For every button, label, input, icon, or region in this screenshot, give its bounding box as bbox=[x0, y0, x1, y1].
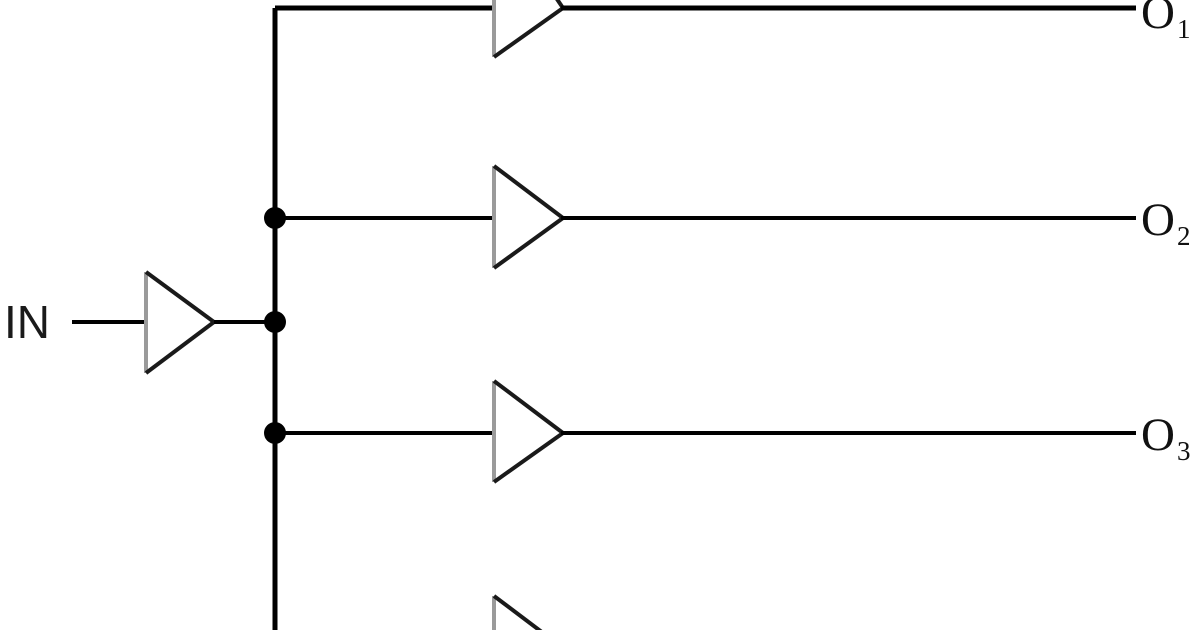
junction-dot-o2 bbox=[264, 207, 286, 229]
output-label-o2: O bbox=[1141, 194, 1175, 246]
branch-o4: O 4 bbox=[492, 594, 1175, 630]
buffer-o1-bottom-edge bbox=[492, 6, 565, 59]
input-buffer-top-edge bbox=[144, 270, 216, 324]
junction-dot-o3 bbox=[264, 422, 286, 444]
buffer-o4-top-edge bbox=[492, 594, 543, 630]
buffer-o3-bottom-edge bbox=[492, 431, 565, 484]
buffer-o3[interactable] bbox=[492, 379, 565, 484]
output-label-o3: O bbox=[1141, 409, 1175, 461]
output-label-o4: O bbox=[1141, 624, 1175, 630]
buffer-o2-top-edge bbox=[492, 164, 565, 220]
buffer-o1-top-edge bbox=[555, 0, 565, 10]
branch-o1: O 1 bbox=[275, 0, 1191, 59]
branch-o3: O 3 bbox=[275, 379, 1191, 484]
output-label-o1-subscript: 1 bbox=[1177, 14, 1191, 44]
buffer-o1[interactable] bbox=[492, 0, 565, 59]
output-label-o2-subscript: 2 bbox=[1177, 221, 1191, 251]
branch-o2: O 2 bbox=[275, 164, 1191, 270]
junction-dot-in bbox=[264, 311, 286, 333]
output-label-o3-subscript: 3 bbox=[1177, 436, 1191, 466]
buffer-o2[interactable] bbox=[492, 164, 565, 270]
buffer-o4[interactable] bbox=[492, 594, 563, 630]
buffer-o3-top-edge bbox=[492, 379, 565, 435]
junction-dots bbox=[264, 207, 286, 444]
output-label-o1: O bbox=[1141, 0, 1175, 39]
input-buffer[interactable] bbox=[144, 270, 216, 375]
input-label: IN bbox=[4, 296, 50, 348]
input-buffer-bottom-edge bbox=[144, 320, 216, 375]
buffer-o2-bottom-edge bbox=[492, 216, 565, 270]
input-group: IN bbox=[4, 296, 146, 348]
